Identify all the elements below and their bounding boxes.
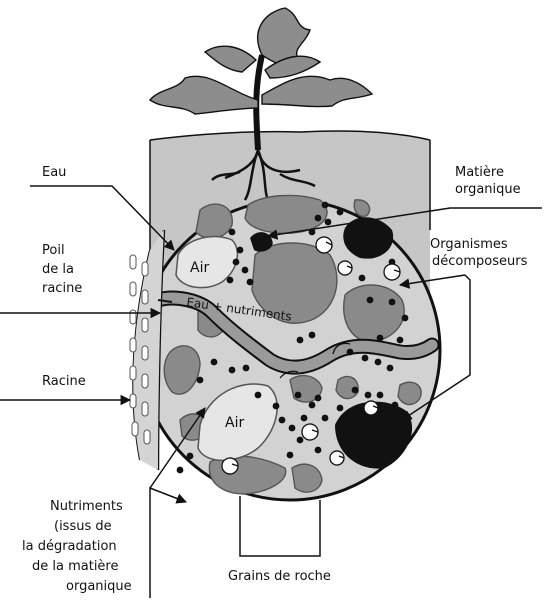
nutrient-dot (367, 297, 374, 304)
label-matiere-line1: Matière (455, 165, 504, 180)
nutrient-dot (322, 415, 329, 422)
nutrient-dot (387, 365, 394, 372)
nutrient-dot (187, 453, 194, 460)
nutrient-dot (177, 467, 184, 474)
label-organismes-line2: décomposeurs (432, 254, 528, 269)
nutrient-dot (242, 267, 249, 274)
label-organismes-line1: Organismes (430, 237, 508, 252)
nutrient-dot (337, 209, 344, 216)
label-nutriments-line5: organique (66, 579, 132, 594)
nutrient-dot (392, 402, 399, 409)
label-nutriments-line1: Nutriments (50, 499, 123, 514)
nutrient-dot (237, 247, 244, 254)
label-air-top: Air (190, 260, 209, 276)
nutrient-dot (389, 299, 396, 306)
nutrient-dot (279, 417, 286, 424)
bracket-grains (240, 496, 320, 556)
nutrient-dot (287, 452, 294, 459)
nutrient-dot (377, 392, 384, 399)
nutrient-dot (402, 315, 409, 322)
nutrient-dot (377, 335, 384, 342)
nutrient-dot (229, 229, 236, 236)
nutrient-dot (369, 252, 376, 259)
nutrient-dot (315, 395, 322, 402)
plant (150, 8, 372, 150)
nutrient-dot (227, 277, 234, 284)
nutrient-dot (289, 425, 296, 432)
label-matiere-line2: organique (455, 182, 521, 197)
nutrient-dot (229, 367, 236, 374)
label-eau: Eau (42, 165, 66, 180)
nutrient-dot (247, 279, 254, 286)
nutrient-dot (211, 359, 218, 366)
nutrient-dot (337, 405, 344, 412)
label-poil-line1: Poil (42, 243, 65, 258)
nutrient-dot (255, 392, 262, 399)
label-grains-de-roche: Grains de roche (228, 569, 331, 584)
nutrient-dot (297, 337, 304, 344)
nutrient-dot (322, 202, 329, 209)
label-nutriments-line3: la dégradation (22, 539, 117, 554)
nutrient-dot (295, 392, 302, 399)
nutrient-dot (301, 415, 308, 422)
nutrient-dot (325, 219, 332, 226)
pointer-nutriments-a (150, 488, 186, 598)
left-labels: Eau Poil de la racine Racine Nutriments … (22, 165, 132, 594)
nutrient-dot (233, 259, 240, 266)
nutrient-dot (365, 392, 372, 399)
nutrient-dot (309, 332, 316, 339)
label-nutriments-line4: de la matière (32, 559, 119, 574)
label-air-bottom: Air (225, 415, 244, 431)
nutrient-dot (352, 387, 359, 394)
label-poil-line2: de la (42, 262, 74, 277)
nutrient-dot (375, 359, 382, 366)
nutrient-dot (273, 403, 280, 410)
label-poil-line3: racine (42, 281, 82, 296)
nutrient-dot (197, 377, 204, 384)
nutrient-dot (347, 349, 354, 356)
label-racine: Racine (42, 374, 86, 389)
nutrient-dot (315, 447, 322, 454)
nutrient-dot (297, 437, 304, 444)
nutrient-dot (359, 275, 366, 282)
nutrient-dot (397, 337, 404, 344)
nutrient-dot (309, 402, 316, 409)
nutrient-dot (243, 365, 250, 372)
nutrient-dot (362, 355, 369, 362)
nutrient-dot (381, 242, 388, 249)
label-nutriments-line2: (issus de (54, 519, 112, 534)
nutrient-dot (315, 215, 322, 222)
